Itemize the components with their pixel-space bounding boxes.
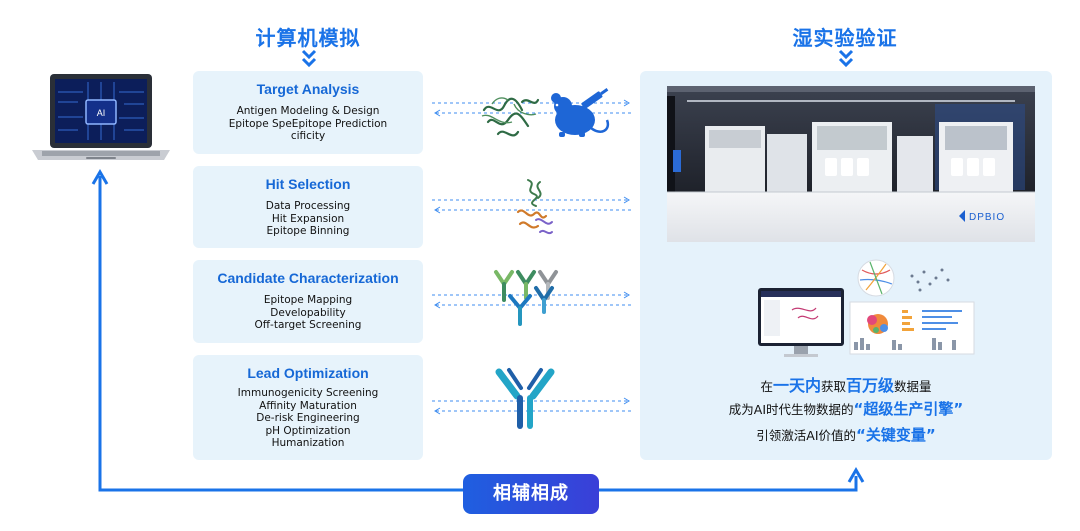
claim-line-3: 引领激活AI价值的“关键变量” <box>640 424 1052 445</box>
stage-target-analysis: Target Analysis Antigen Modeling & Desig… <box>193 71 423 154</box>
claim-text: 引领激活AI价值的 <box>756 428 857 443</box>
protein-complex-icon <box>516 179 553 235</box>
stage-item: Epitope SpeEpitope Prediction <box>228 117 388 130</box>
dpbio-brand: DPBIO <box>969 212 1005 223</box>
bidirectional-dashed-arrow <box>432 99 632 117</box>
claim-highlight: “超级生产引擎” <box>853 400 964 418</box>
stage-title: Lead Optimization <box>247 365 369 381</box>
stage-item: Affinity Maturation <box>259 399 357 412</box>
antibody-group-icon <box>494 270 558 326</box>
automated-lab-image: DPBIO <box>667 86 1035 242</box>
claim-text: 在 <box>760 379 773 394</box>
stage-lead-optimization: Lead Optimization Immunogenicity Screeni… <box>193 355 423 460</box>
claim-line-1: 在一天内获取百万级数据量 <box>640 372 1052 396</box>
stage-title: Candidate Characterization <box>217 270 399 286</box>
stage-item: Developability <box>270 306 346 319</box>
feedback-loop-arrow <box>91 169 865 492</box>
ai-chip-label: AI <box>97 108 106 118</box>
chevron-down-icon <box>838 49 854 68</box>
chevron-down-icon <box>301 49 317 68</box>
bidirectional-dashed-arrow <box>432 196 632 214</box>
stage-hit-selection: Hit Selection Data Processing Hit Expans… <box>193 166 423 248</box>
stage-item: Immunogenicity Screening <box>237 387 379 399</box>
complementary-badge: 相辅相成 <box>463 474 599 514</box>
claim-text: 获取 <box>820 379 846 394</box>
stage-item: pH Optimization <box>265 424 351 437</box>
claim-highlight: “关键变量” <box>856 426 936 444</box>
lab-mouse-syringe-icon <box>551 88 610 137</box>
claim-highlight: 百万级 <box>846 376 895 395</box>
stage-title: Hit Selection <box>265 176 351 192</box>
stage-item: De-risk Engineering <box>256 412 360 424</box>
antibody-icon <box>495 368 555 429</box>
stage-item: Epitope Binning <box>266 225 350 237</box>
stage-item: Antigen Modeling & Design <box>236 105 380 117</box>
stage-candidate-characterization: Candidate Characterization Epitope Mappi… <box>193 260 423 343</box>
protein-structure-icon <box>481 97 540 137</box>
laptop-icon: AI <box>32 74 170 160</box>
stage-item: Humanization <box>271 437 345 449</box>
stage-item: Data Processing <box>265 200 351 212</box>
claim-text: 数据量 <box>894 379 932 394</box>
computer-simulation-title: 计算机模拟 <box>255 28 361 50</box>
stage-item: Epitope Mapping <box>263 294 353 306</box>
claim-text: 成为AI时代生物数据的 <box>728 402 854 417</box>
wet-lab-validation-title: 湿实验验证 <box>792 28 898 50</box>
stage-item: Hit Expansion <box>271 212 345 225</box>
data-visualization-image <box>758 259 975 357</box>
claim-line-2: 成为AI时代生物数据的“超级生产引擎” <box>640 398 1052 419</box>
stage-item: Off-target Screening <box>254 319 362 331</box>
claim-highlight: 一天内 <box>772 376 821 395</box>
stage-item: cificity <box>290 130 326 142</box>
stage-title: Target Analysis <box>256 81 360 97</box>
